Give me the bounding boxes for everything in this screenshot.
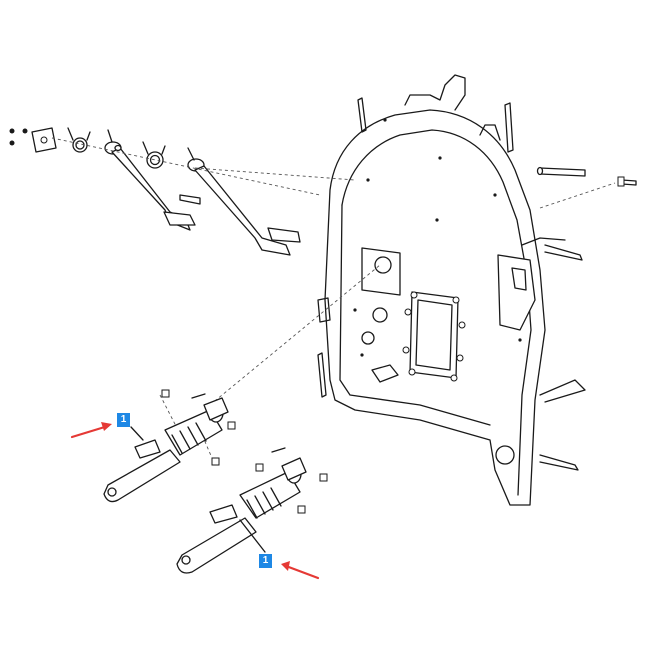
assembly-lines [51,137,616,466]
arrow-upper [70,422,112,439]
pedal-assembly [9,127,301,256]
callout-leader-lower [239,519,266,553]
master-cylinder-lower [176,447,328,574]
arrow-lower [281,561,320,580]
frame-plate [317,74,586,506]
callout-leader-upper [130,426,144,441]
pin-and-bolt [536,166,637,187]
master-cylinder-upper [103,389,236,503]
callout-label-upper: 1 [117,413,130,427]
callout-label-lower: 1 [259,554,272,568]
